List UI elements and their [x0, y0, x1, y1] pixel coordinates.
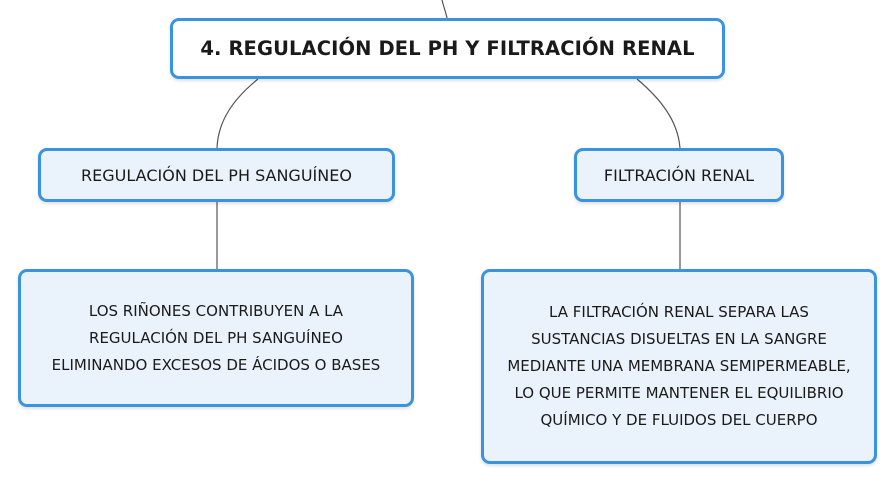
detail-line: LA FILTRACIÓN RENAL SEPARA LAS [549, 303, 809, 321]
connector-root-to-filtracion [636, 78, 681, 149]
detail-line: MEDIANTE UNA MEMBRANA SEMIPERMEABLE, [507, 357, 851, 375]
root-topic-title: 4. REGULACIÓN DEL PH Y FILTRACIÓN RENAL [200, 37, 695, 60]
topic-node-filtracion-renal[interactable]: FILTRACIÓN RENAL [574, 148, 784, 202]
detail-node-filtracion-renal[interactable]: LA FILTRACIÓN RENAL SEPARA LAS SUSTANCIA… [481, 269, 877, 464]
detail-text-filtracion-renal: LA FILTRACIÓN RENAL SEPARA LAS SUSTANCIA… [507, 299, 850, 434]
connector-parent-to-root [441, 0, 448, 19]
topic-title-filtracion-renal: FILTRACIÓN RENAL [603, 165, 755, 185]
detail-line: REGULACIÓN DEL PH SANGUÍNEO [89, 328, 343, 347]
connector-root-to-ph [216, 78, 259, 149]
detail-line: LO QUE PERMITE MANTENER EL EQUILIBRIO [514, 384, 844, 402]
detail-line: SUSTANCIAS DISUELTAS EN LA SANGRE [531, 330, 827, 348]
detail-line: ELIMINANDO EXCESOS DE ÁCIDOS O BASES [51, 355, 381, 374]
topic-title-regulacion-ph: REGULACIÓN DEL PH SANGUÍNEO [81, 165, 352, 185]
detail-node-regulacion-ph[interactable]: LOS RIÑONES CONTRIBUYEN A LA REGULACIÓN … [18, 269, 414, 407]
root-topic-node[interactable]: 4. REGULACIÓN DEL PH Y FILTRACIÓN RENAL [170, 18, 725, 79]
detail-line: QUÍMICO Y DE FLUIDOS DEL CUERPO [540, 411, 818, 429]
detail-text-regulacion-ph: LOS RIÑONES CONTRIBUYEN A LA REGULACIÓN … [52, 298, 381, 379]
topic-node-regulacion-ph[interactable]: REGULACIÓN DEL PH SANGUÍNEO [38, 148, 395, 202]
detail-line: LOS RIÑONES CONTRIBUYEN A LA [88, 301, 344, 320]
